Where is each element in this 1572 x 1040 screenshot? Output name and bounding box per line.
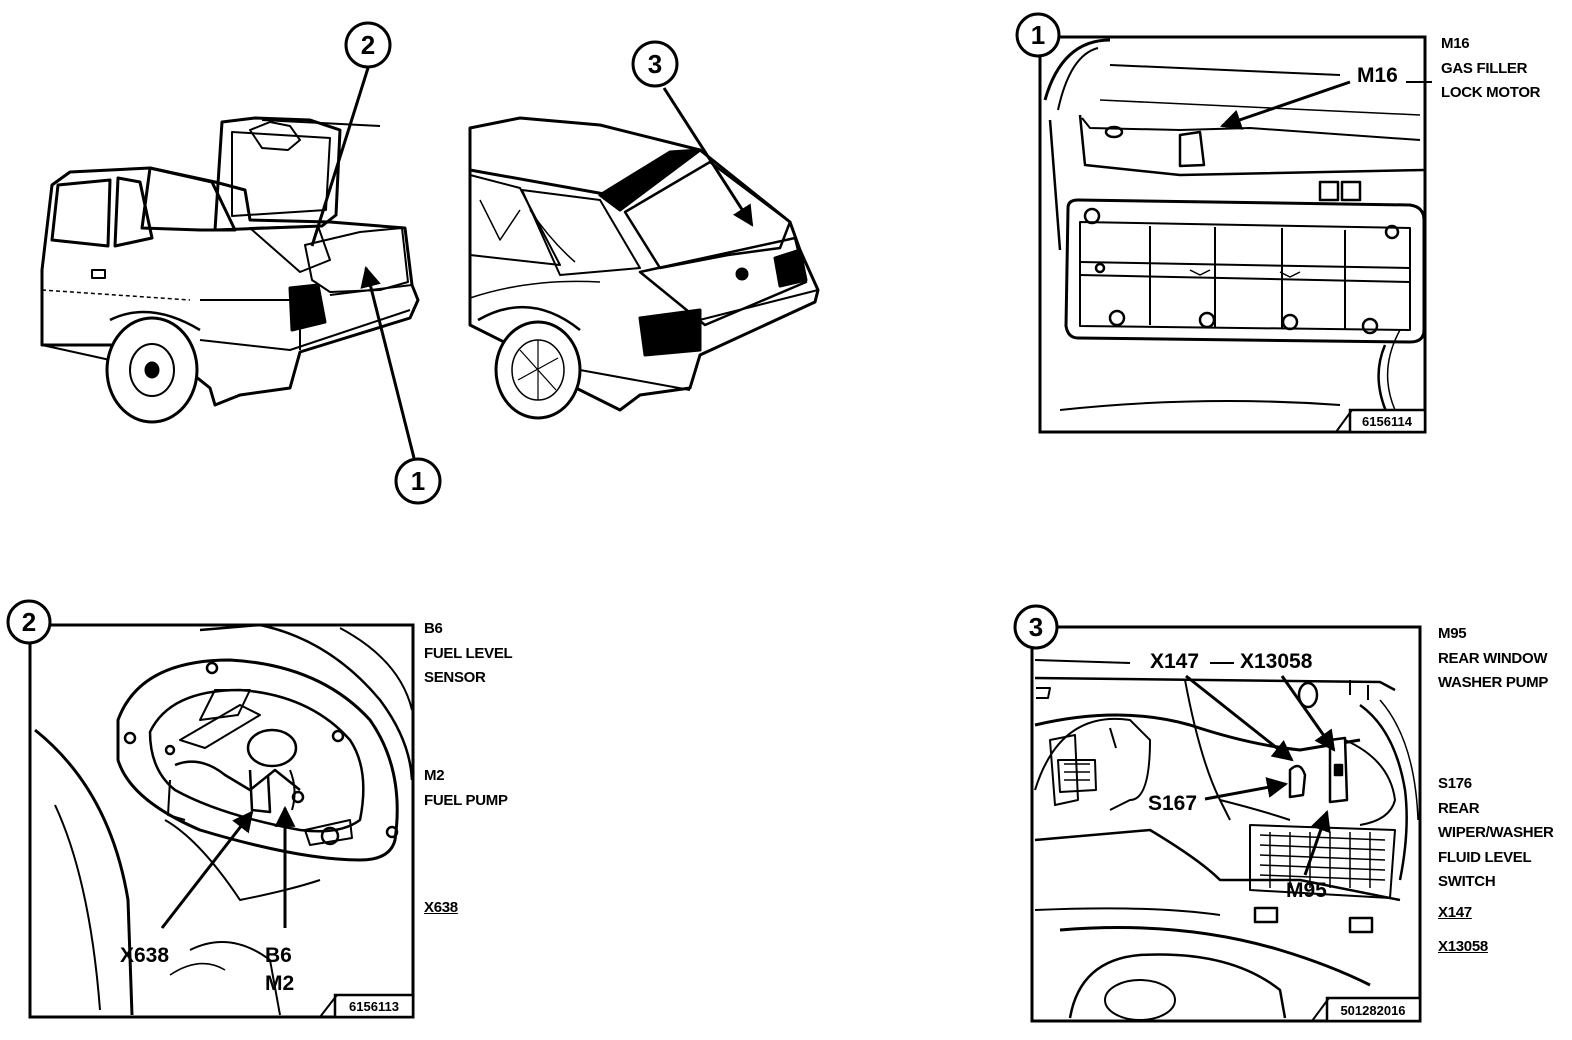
legend-line: SENSOR <box>424 669 486 686</box>
legend-line: M2 <box>424 767 445 784</box>
legend-line: B6 <box>424 620 443 637</box>
panel-2-callout <box>6 599 52 645</box>
overview-callout-3-number: 3 <box>648 49 662 79</box>
panel-3-legend-s176: S176 REAR WIPER/WASHER FLUID LEVEL SWITC… <box>1438 772 1554 895</box>
overview-callout-2 <box>344 21 392 69</box>
panel-3-legend-connectors: X147 X13058 <box>1438 901 1488 959</box>
panel-3-code: 501282016 <box>1340 1003 1405 1018</box>
legend-line: GAS FILLER <box>1441 59 1528 77</box>
legend-line: FUEL LEVEL <box>424 644 513 662</box>
panel-3-callout <box>1013 604 1059 650</box>
panel-1-code: 6156114 <box>1362 414 1413 429</box>
panel-3-label-x147: X147 <box>1150 650 1199 673</box>
panel-3-drawing <box>1034 659 1419 1021</box>
panel-2-label-m2: M2 <box>265 972 294 995</box>
legend-line: M95 <box>1438 625 1467 642</box>
panel-2-frame <box>28 623 415 1019</box>
panel-1-drawing <box>1043 38 1426 421</box>
panel-3-label-m95: M95 <box>1286 879 1327 902</box>
legend-connector-x638: X638 <box>424 899 458 916</box>
panel-3-number: 3 <box>1029 612 1043 642</box>
legend-line: REAR WINDOW <box>1438 649 1548 667</box>
overview-callout-1-number: 1 <box>411 466 425 496</box>
panel-3-label-x13058: X13058 <box>1240 650 1313 673</box>
panel-2-legend-connector: X638 <box>424 896 458 921</box>
panel-3-legend-m95: M95 REAR WINDOW WASHER PUMP <box>1438 622 1548 696</box>
legend-line: LOCK MOTOR <box>1441 84 1541 101</box>
panel-2-label-b6: B6 <box>265 944 292 967</box>
overview-callout-3 <box>631 40 679 88</box>
legend-line: SWITCH <box>1438 873 1496 890</box>
panel-2-legend-m2: M2 FUEL PUMP <box>424 764 508 813</box>
panel-2-legend-b6: B6 FUEL LEVEL SENSOR <box>424 617 513 691</box>
sedan-illustration <box>40 116 420 424</box>
panel-2-code: 6156113 <box>349 999 399 1014</box>
panel-2-number: 2 <box>22 607 36 637</box>
panel-1-number: 1 <box>1031 20 1045 50</box>
panel-1-label-m16: M16 <box>1357 64 1398 87</box>
legend-connector-x13058: X13058 <box>1438 937 1488 955</box>
panel-2-drawing <box>34 623 414 1016</box>
overview-callout-1 <box>394 457 442 505</box>
touring-illustration <box>468 116 820 420</box>
legend-connector-x147: X147 <box>1438 904 1472 921</box>
legend-line: M16 <box>1441 35 1470 52</box>
legend-line: REAR <box>1438 799 1480 817</box>
panel-2-arrows <box>160 805 296 929</box>
panel-3-code-box <box>1311 996 1422 1023</box>
panel-3-frame <box>1030 625 1422 1023</box>
panel-1-code-box <box>1335 408 1427 434</box>
legend-line: S176 <box>1438 775 1472 792</box>
legend-line: WIPER/WASHER <box>1438 824 1554 841</box>
panel-3-label-s167: S167 <box>1148 792 1197 815</box>
panel-2-label-x638: X638 <box>120 944 169 967</box>
panel-1-frame <box>1038 35 1427 434</box>
overview-callout-2-number: 2 <box>361 30 375 60</box>
panel-3-arrows <box>1185 662 1336 876</box>
legend-line: FLUID LEVEL <box>1438 848 1532 866</box>
panel-1-callout <box>1015 12 1061 58</box>
panel-2-code-box <box>319 993 415 1019</box>
panel-1-arrow <box>1220 80 1432 130</box>
legend-line: WASHER PUMP <box>1438 674 1549 691</box>
panel-1-legend-m16: M16 GAS FILLER LOCK MOTOR <box>1441 32 1541 106</box>
legend-line: FUEL PUMP <box>424 791 508 809</box>
